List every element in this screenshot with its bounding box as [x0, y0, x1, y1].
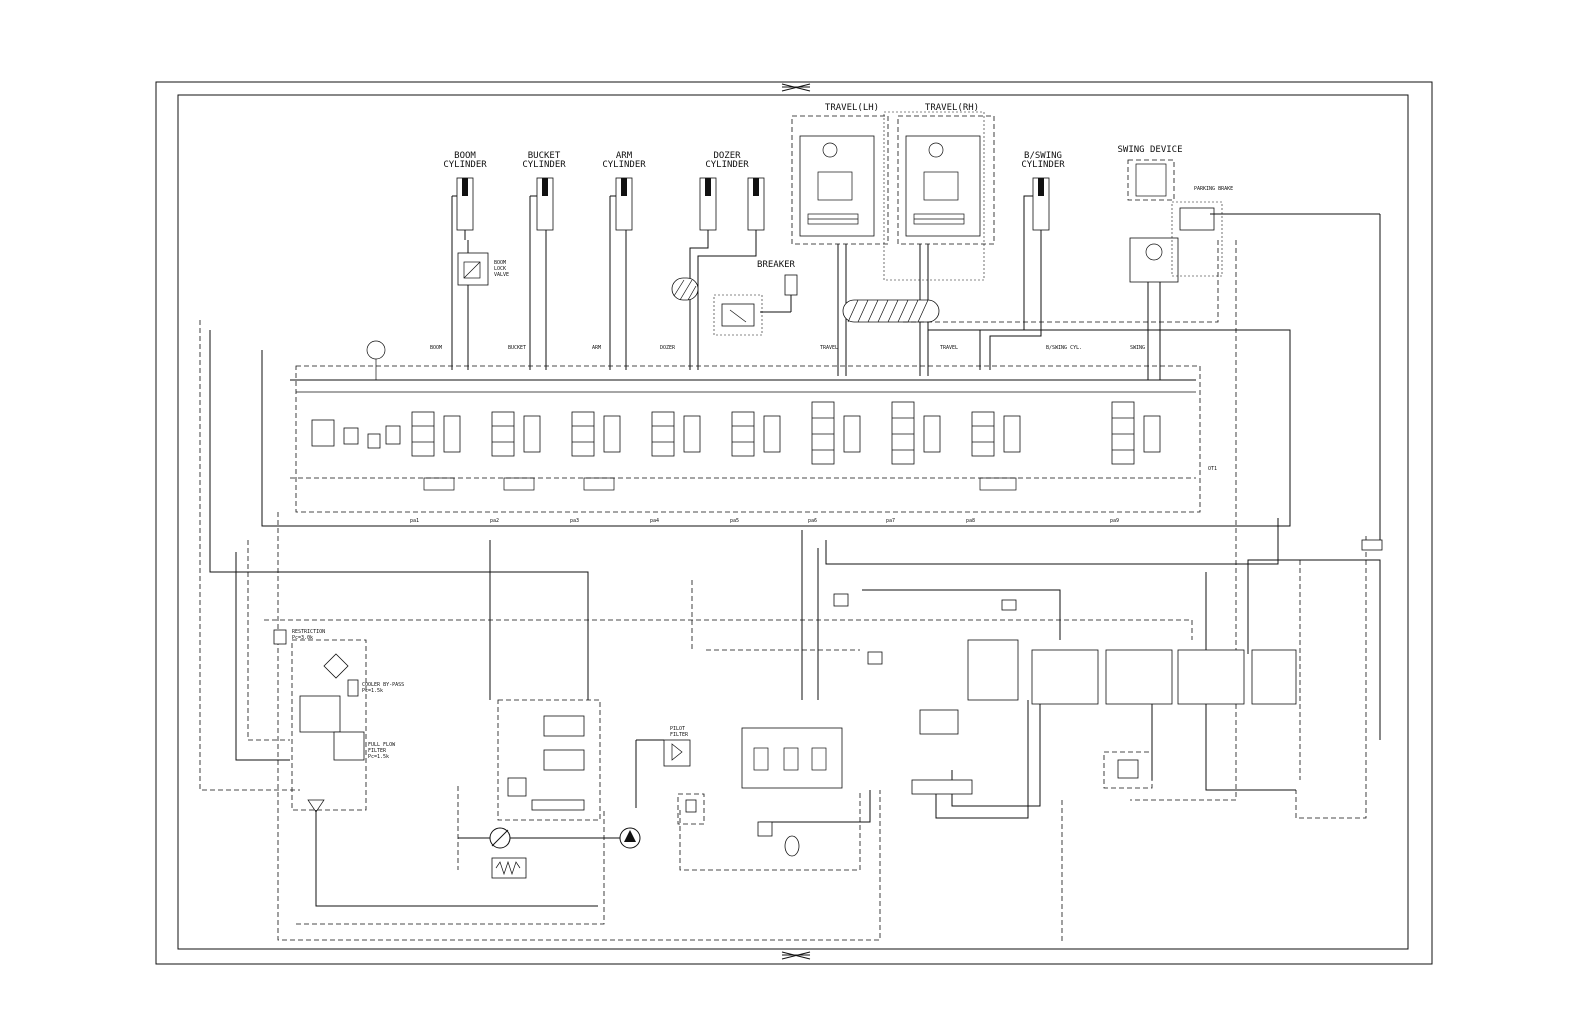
boom-lock-valve-label-2: LOCK — [494, 266, 506, 272]
breaker-label: BREAKER — [757, 260, 796, 270]
section-label-swing: SWING — [1130, 345, 1145, 351]
bucket-cylinder — [529, 177, 554, 370]
pilot-filter-label-1: PILOT — [670, 726, 685, 732]
travel-rh-motor — [897, 115, 995, 376]
restriction-label-2: Pc=3.0k — [292, 635, 313, 641]
boom-cylinder-label-1: BOOM — [454, 151, 476, 161]
restriction-block: RESTRICTION Pc=3.0k — [273, 629, 325, 645]
pilot-port-pa1: pa1 — [410, 518, 419, 524]
travel-rh-pilot-box — [883, 111, 985, 281]
main-pump-unit — [457, 699, 641, 879]
bucket-cylinder-label-1: BUCKET — [528, 151, 561, 161]
section-label-arm: ARM — [592, 345, 601, 351]
pilot-port-pa2: pa2 — [490, 518, 499, 524]
full-flow-label-1: FULL FLOW — [368, 742, 396, 748]
parking-brake-label: PARKING BRAKE — [1194, 186, 1233, 192]
outer-frame — [155, 81, 1433, 965]
inner-frame — [177, 94, 1409, 950]
full-flow-label-3: Pc=1.5k — [368, 754, 389, 760]
dozer-cylinder-label-1: DOZER — [713, 151, 741, 161]
arm-cylinder — [609, 177, 633, 370]
boom-lock-valve-label-3: VALVE — [494, 272, 509, 278]
swing-device — [1127, 159, 1223, 380]
bucket-cylinder-label-2: CYLINDER — [522, 160, 566, 170]
dozer-cylinders — [689, 177, 765, 370]
section-label-dozer: DOZER — [660, 345, 676, 351]
bswing-cylinder-label-1: B/SWING — [1024, 151, 1062, 161]
pilot-lines — [199, 213, 1381, 944]
main-control-valve — [290, 340, 1201, 513]
cooler-bypass-label-2: Pc=1.5k — [362, 688, 383, 694]
valve-spools — [411, 401, 1161, 491]
center-swivel-joint — [842, 299, 940, 323]
pilot-port-pa5: pa5 — [730, 518, 739, 524]
boom-lock-valve-label-1: BOOM — [494, 260, 506, 266]
remote-control-valves — [833, 539, 1383, 795]
section-label-bucket: BUCKET — [508, 345, 526, 351]
swing-device-label: SWING DEVICE — [1117, 145, 1182, 155]
travel-rh-label: TRAVEL(RH) — [925, 103, 979, 113]
restriction-label-1: RESTRICTION — [292, 629, 325, 635]
full-flow-label-2: FILTER — [368, 748, 387, 754]
cooler-filter-unit: COOLER BY-PASS Pc=1.5k FULL FLOW FILTER … — [291, 639, 404, 813]
solenoid-valve-block — [741, 727, 843, 857]
section-label-travel-1: TRAVEL — [820, 345, 838, 351]
boom-lock-valve: BOOM LOCK VALVE — [457, 252, 509, 286]
arm-cylinder-label-1: ARM — [616, 151, 633, 161]
pilot-port-pa8: pa8 — [966, 518, 975, 524]
dozer-cylinder-label-2: CYLINDER — [705, 160, 749, 170]
section-label-boom: BOOM — [430, 345, 442, 351]
travel-lh-label: TRAVEL(LH) — [825, 103, 879, 113]
boom-cylinder-label-2: CYLINDER — [443, 160, 487, 170]
arm-cylinder-label-2: CYLINDER — [602, 160, 646, 170]
section-label-bswing: B/SWING CYL. — [1046, 345, 1082, 351]
pressure-gauge — [366, 340, 386, 360]
boom-cylinder — [451, 177, 474, 370]
breaker-swivel — [671, 277, 699, 301]
main-hydraulic-lines — [209, 329, 1381, 907]
pilot-port-pa4: pa4 — [650, 518, 659, 524]
cooler-bypass-label-1: COOLER BY-PASS — [362, 682, 404, 688]
pilot-filter-label-2: FILTER — [670, 732, 689, 738]
pilot-filter: PILOT FILTER — [635, 726, 705, 825]
bswing-cylinder-label-2: CYLINDER — [1021, 160, 1065, 170]
pilot-port-pa9: pa9 — [1110, 518, 1119, 524]
top-center-mark — [781, 83, 811, 92]
pilot-port-pa6: pa6 — [808, 518, 817, 524]
ot1-marker: OT1 — [1208, 466, 1217, 472]
bottom-center-mark — [781, 951, 811, 960]
pilot-port-pa7: pa7 — [886, 518, 895, 524]
pilot-port-pa3: pa3 — [570, 518, 579, 524]
travel-lh-motor — [791, 115, 889, 376]
section-label-travel-2: TRAVEL — [940, 345, 958, 351]
bswing-cylinder — [979, 177, 1050, 370]
breaker-unit — [713, 274, 798, 336]
